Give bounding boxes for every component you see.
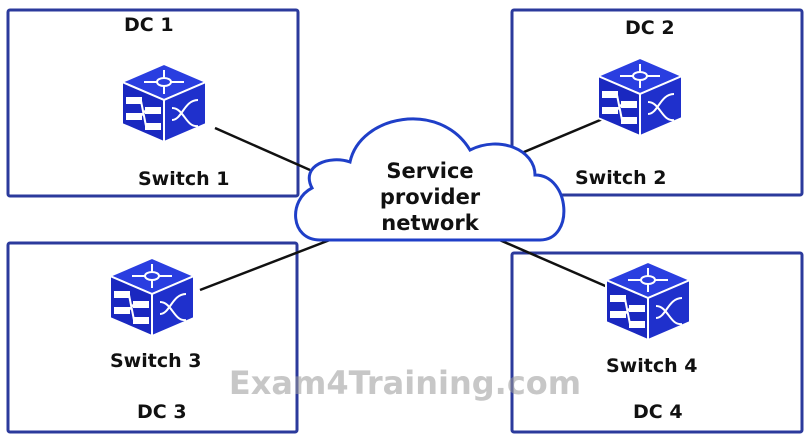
switch2-label: Switch 2 (575, 167, 666, 189)
switch1-icon (121, 63, 207, 143)
cloud-label-line1: Service (386, 159, 473, 183)
dc3-label: DC 3 (137, 401, 187, 423)
watermark: Exam4Training.com (229, 364, 581, 402)
switch4-icon (605, 261, 691, 341)
dc1-label: DC 1 (124, 14, 174, 36)
dc3-box (6, 241, 299, 434)
switch2-icon (597, 57, 683, 137)
switch1-label: Switch 1 (138, 168, 229, 190)
switch3-label: Switch 3 (110, 350, 201, 372)
link-switch3 (199, 236, 336, 292)
cloud-label-line3: network (381, 211, 479, 235)
dc2-box (510, 8, 804, 197)
dc1-box (6, 8, 300, 198)
dc4-label: DC 4 (633, 401, 683, 423)
switch3-icon (109, 257, 195, 337)
dc2-label: DC 2 (625, 17, 675, 39)
cloud-shape (294, 117, 566, 242)
cloud-label-line2: provider (380, 185, 481, 209)
link-switch1 (214, 126, 311, 172)
switch4-label: Switch 4 (606, 355, 697, 377)
dc4-box (510, 251, 804, 434)
link-switch4 (494, 236, 611, 290)
